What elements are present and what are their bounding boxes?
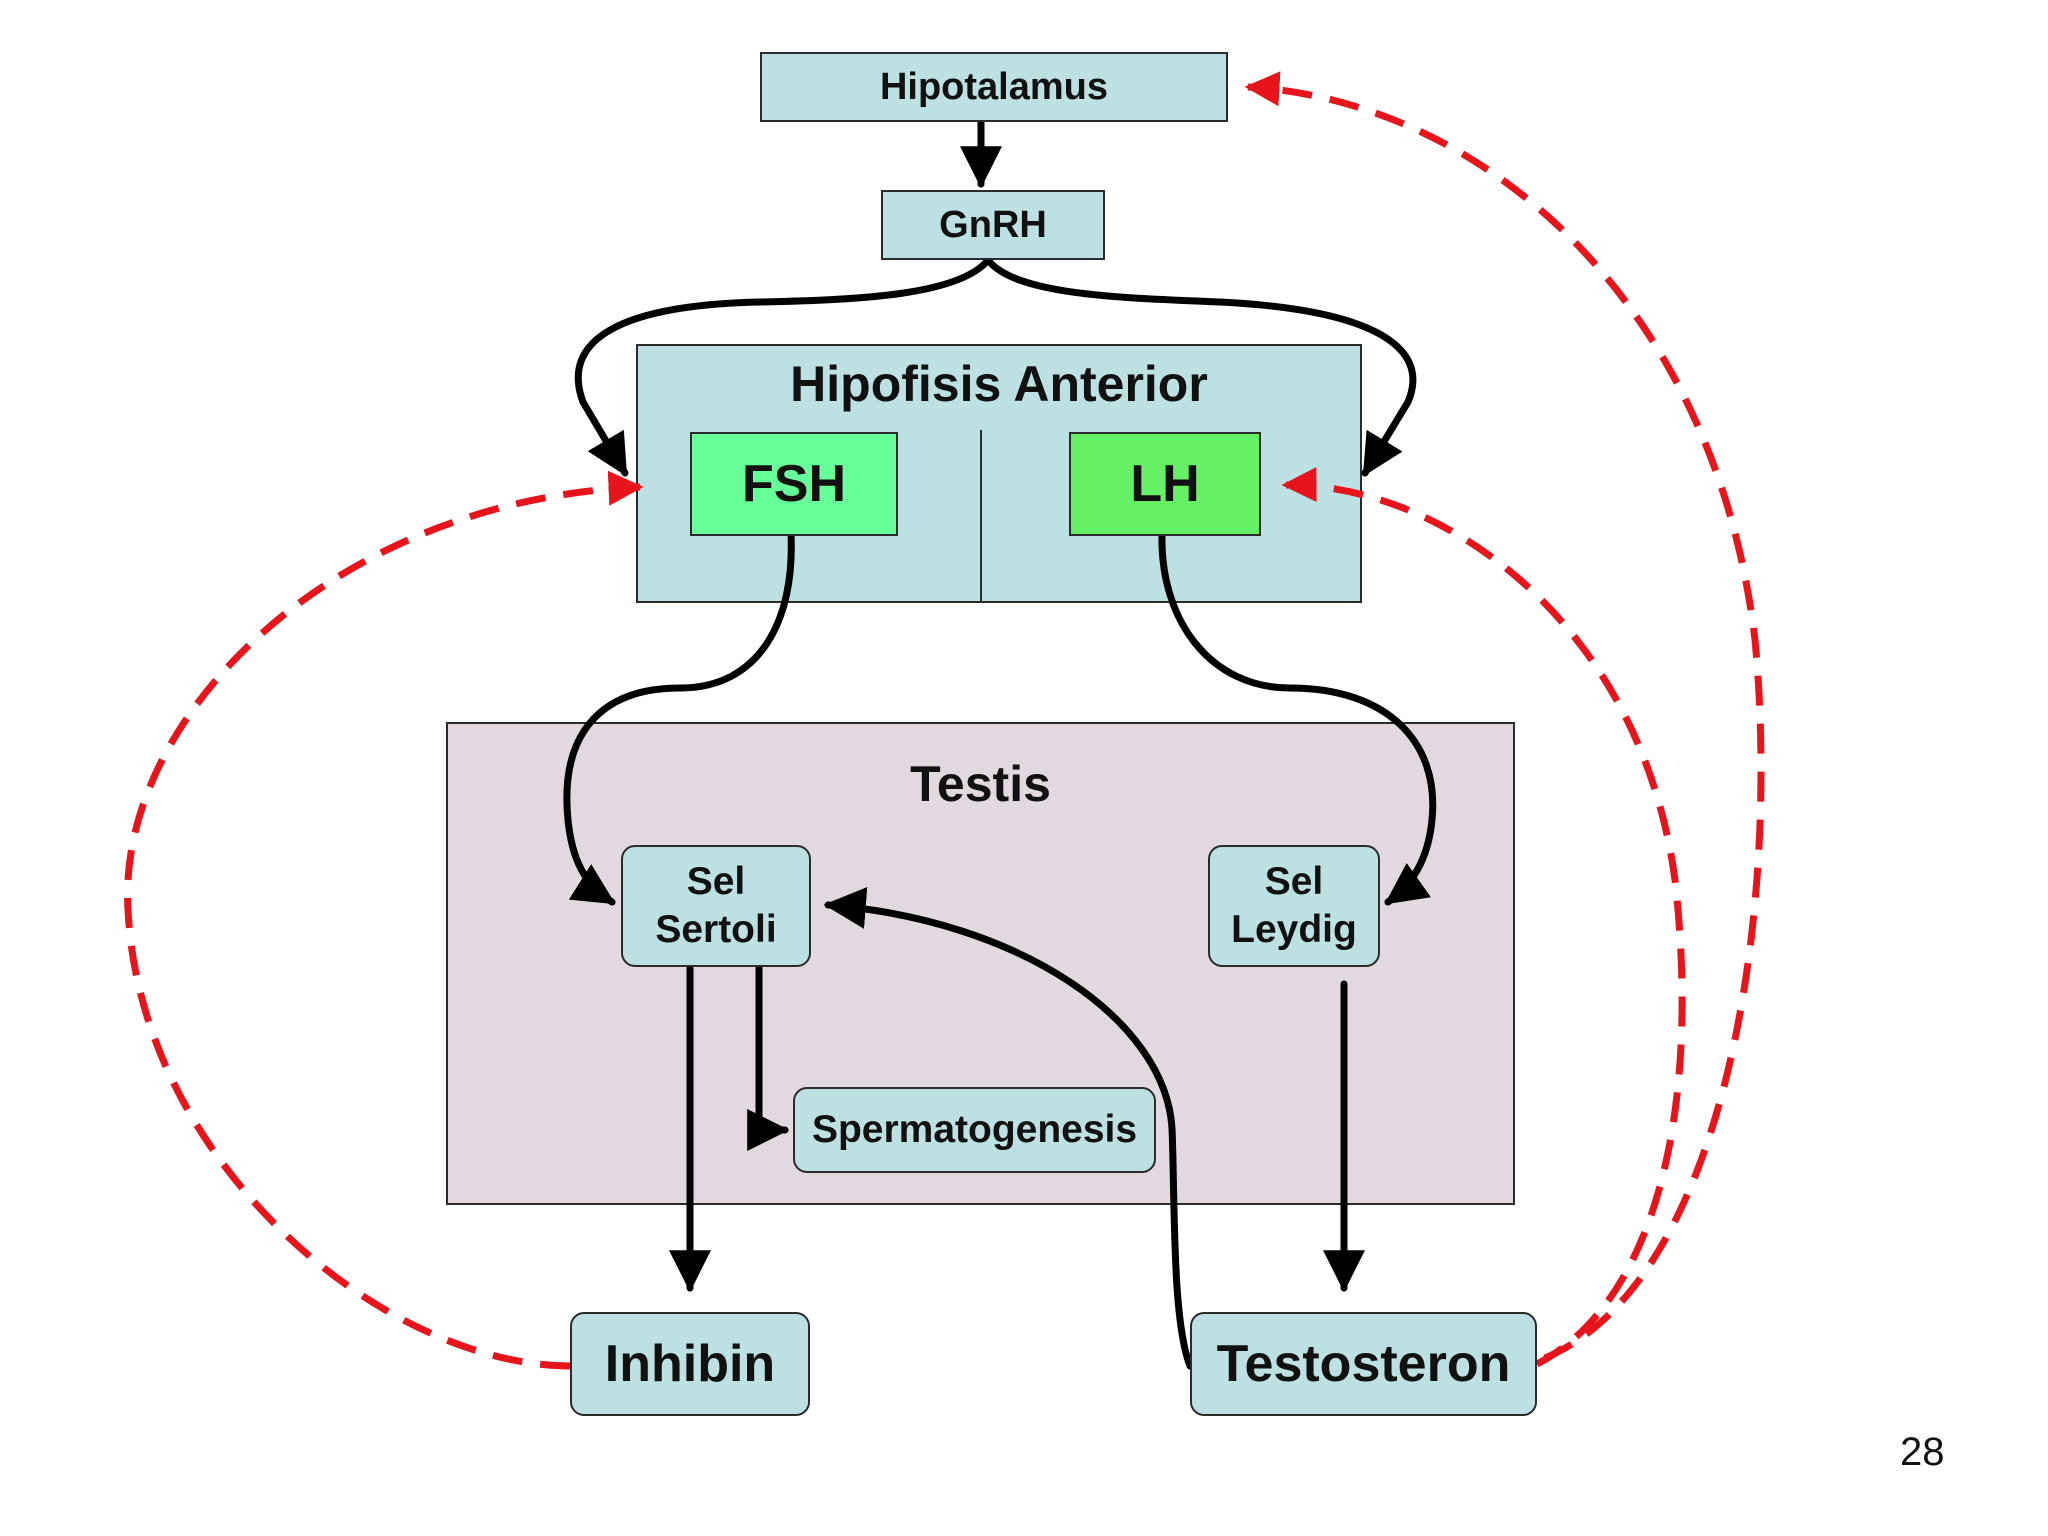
node-hypothalamus: Hipotalamus — [760, 52, 1228, 122]
node-lh: LH — [1069, 432, 1261, 536]
feedback-testosterone-to-hypothalamus — [1244, 71, 1765, 1362]
node-sertoli-cell: Sel Sertoli — [621, 845, 811, 967]
node-inhibin: Inhibin — [570, 1312, 810, 1416]
arrow-sertoli-to-spermatogenesis — [747, 964, 790, 1151]
node-fsh: FSH — [690, 432, 898, 536]
spermatogenesis-label: Spermatogenesis — [811, 1108, 1138, 1151]
fsh-label: FSH — [742, 455, 846, 513]
lh-label: LH — [1130, 455, 1200, 513]
testosterone-label: Testosteron — [1216, 1335, 1511, 1393]
leydig-label: Sel Leydig — [1231, 860, 1357, 951]
gnrh-label: GnRH — [939, 203, 1047, 246]
arrow-lh-to-leydig — [1158, 530, 1437, 906]
page-number: 28 — [1900, 1430, 1945, 1474]
node-testosterone: Testosteron — [1190, 1312, 1537, 1416]
feedback-testosterone-to-lh — [1281, 467, 1686, 1368]
sertoli-label: Sel Sertoli — [655, 860, 777, 951]
inhibin-label: Inhibin — [604, 1335, 776, 1393]
arrow-fsh-to-sertoli — [563, 530, 795, 906]
feedback-inhibin-to-fsh — [124, 470, 644, 1370]
arrow-gnrh-to-lh — [984, 256, 1417, 477]
arrow-gnrh-to-fsh — [574, 256, 992, 477]
anterior-pituitary-title: Hipofisis Anterior — [790, 356, 1208, 412]
node-spermatogenesis: Spermatogenesis — [793, 1087, 1156, 1173]
node-leydig-cell: Sel Leydig — [1208, 845, 1380, 967]
node-gnrh: GnRH — [881, 190, 1105, 260]
testis-title: Testis — [910, 756, 1051, 812]
arrow-testosterone-to-sertoli — [823, 887, 1194, 1370]
hypothalamus-label: Hipotalamus — [879, 65, 1109, 108]
